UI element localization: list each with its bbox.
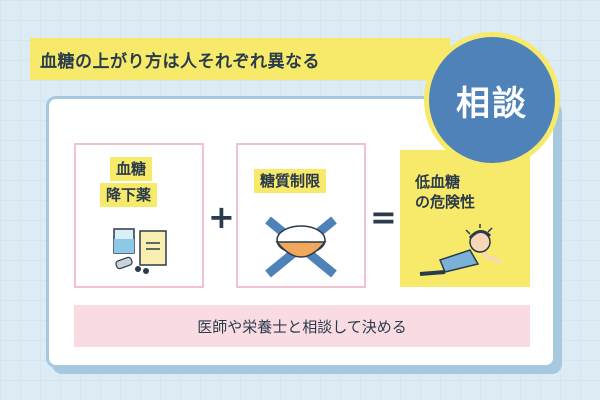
equals-sign: =	[370, 198, 397, 236]
medicine-icon	[113, 228, 167, 274]
medication-label-1: 血糖	[110, 157, 153, 181]
title-banner: 血糖の上がり方は人それぞれ異なる	[30, 38, 450, 80]
result-box: 低血糖 の危険性	[400, 150, 530, 287]
medication-label-2: 降下薬	[100, 183, 158, 207]
rice-bowl-icon	[265, 216, 337, 278]
medication-box: 血糖 降下薬	[74, 143, 204, 288]
consult-note-text: 医師や栄養士と相談して決める	[197, 317, 407, 336]
result-line-1: 低血糖	[415, 173, 461, 191]
result-text: 低血糖 の危険性	[415, 172, 475, 212]
collapsed-person-icon	[419, 224, 501, 276]
plus-sign: +	[208, 198, 235, 236]
page-title: 血糖の上がり方は人それぞれ異なる	[40, 51, 320, 72]
result-line-2: の危険性	[415, 193, 476, 211]
consult-badge: 相談	[424, 32, 560, 168]
badge-label: 相談	[456, 83, 528, 124]
consult-note-bar: 医師や栄養士と相談して決める	[74, 305, 530, 347]
carb-label: 糖質制限	[254, 169, 327, 193]
carb-restriction-box: 糖質制限	[236, 143, 366, 288]
